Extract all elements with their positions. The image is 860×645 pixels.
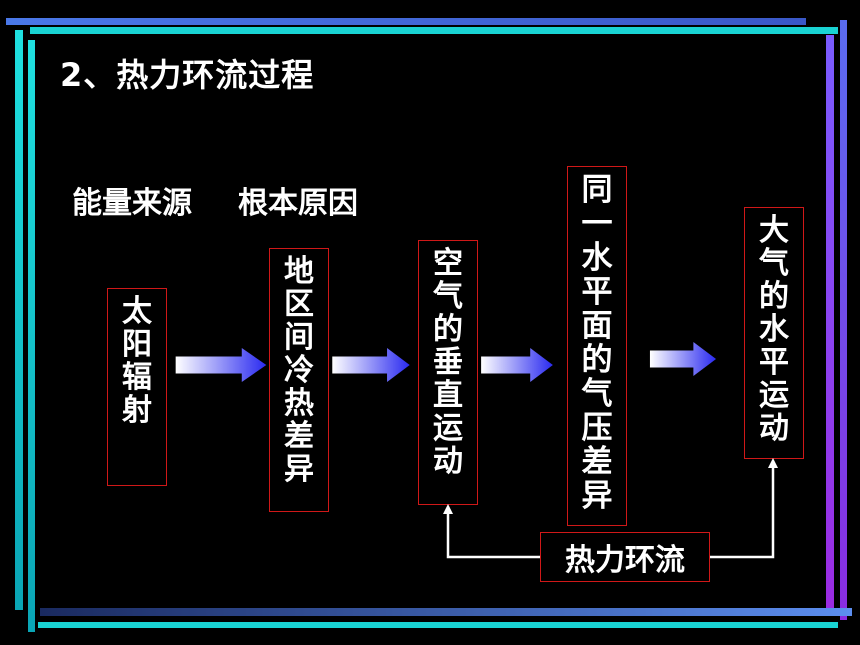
top-bar-blue: [6, 18, 806, 25]
right-bar-purple-outer: [840, 20, 847, 620]
top-bar-cyan: [30, 27, 838, 34]
step-char: 气: [433, 279, 463, 314]
step-char: 冷: [284, 353, 314, 388]
step-char: 运: [759, 378, 789, 413]
step-box-solar-radiation: 太阳辐射: [107, 288, 167, 486]
step-char: 太: [122, 294, 152, 329]
flow-arrow-2: [332, 348, 410, 382]
step-char: 运: [433, 411, 463, 446]
step-char: 水: [759, 312, 789, 347]
step-char: 的: [433, 312, 463, 347]
step-char: 辐: [122, 360, 152, 395]
page-title: 2、热力环流过程: [60, 56, 315, 94]
step-char: 直: [433, 378, 463, 413]
step-char: 间: [284, 320, 314, 355]
step-char: 面: [581, 308, 613, 344]
step-char: 平: [759, 345, 789, 380]
flow-arrow-3: [481, 348, 553, 382]
step-char: 空: [433, 246, 463, 281]
flow-arrow-1: [175, 348, 267, 382]
step-char: 垂: [433, 345, 463, 380]
step-char: 平: [581, 274, 613, 310]
step-char: 热: [284, 386, 314, 421]
step-char: 的: [759, 279, 789, 314]
step-char: 区: [284, 287, 314, 322]
left-bar-cyan-outer: [15, 30, 23, 610]
energy-source-label: 能量来源: [72, 186, 192, 221]
step-char: 射: [122, 393, 152, 428]
step-char: 压: [581, 410, 613, 446]
step-box-pressure-difference: 同一水平面的气压差异: [567, 166, 627, 526]
step-char: 动: [433, 444, 463, 479]
root-cause-label: 根本原因: [238, 186, 358, 221]
step-char: 气: [759, 246, 789, 281]
step-char: 动: [759, 411, 789, 446]
left-bar-cyan-inner: [28, 40, 35, 632]
step-char: 同: [581, 172, 613, 208]
step-char: 气: [581, 376, 613, 412]
bottom-bar-cyan: [38, 622, 838, 628]
flow-arrow-4: [649, 342, 717, 376]
step-char: 地: [284, 254, 314, 289]
step-char: 差: [581, 444, 613, 480]
step-char: 的: [581, 342, 613, 378]
right-bar-purple: [826, 35, 834, 610]
step-char: 大: [759, 213, 789, 248]
step-char: 阳: [122, 327, 152, 362]
thermal-circulation-label: 热力环流: [540, 532, 710, 582]
step-box-regional-temperature-difference: 地区间冷热差异: [269, 248, 329, 512]
step-char: 水: [581, 240, 613, 276]
step-box-horizontal-motion: 大气的水平运动: [744, 207, 804, 459]
step-char: 差: [284, 419, 314, 454]
step-char: 异: [581, 478, 613, 514]
step-char: 异: [284, 452, 314, 487]
step-char: 一: [581, 206, 613, 242]
step-box-vertical-motion: 空气的垂直运动: [418, 240, 478, 505]
bottom-bar-blue: [40, 608, 852, 616]
